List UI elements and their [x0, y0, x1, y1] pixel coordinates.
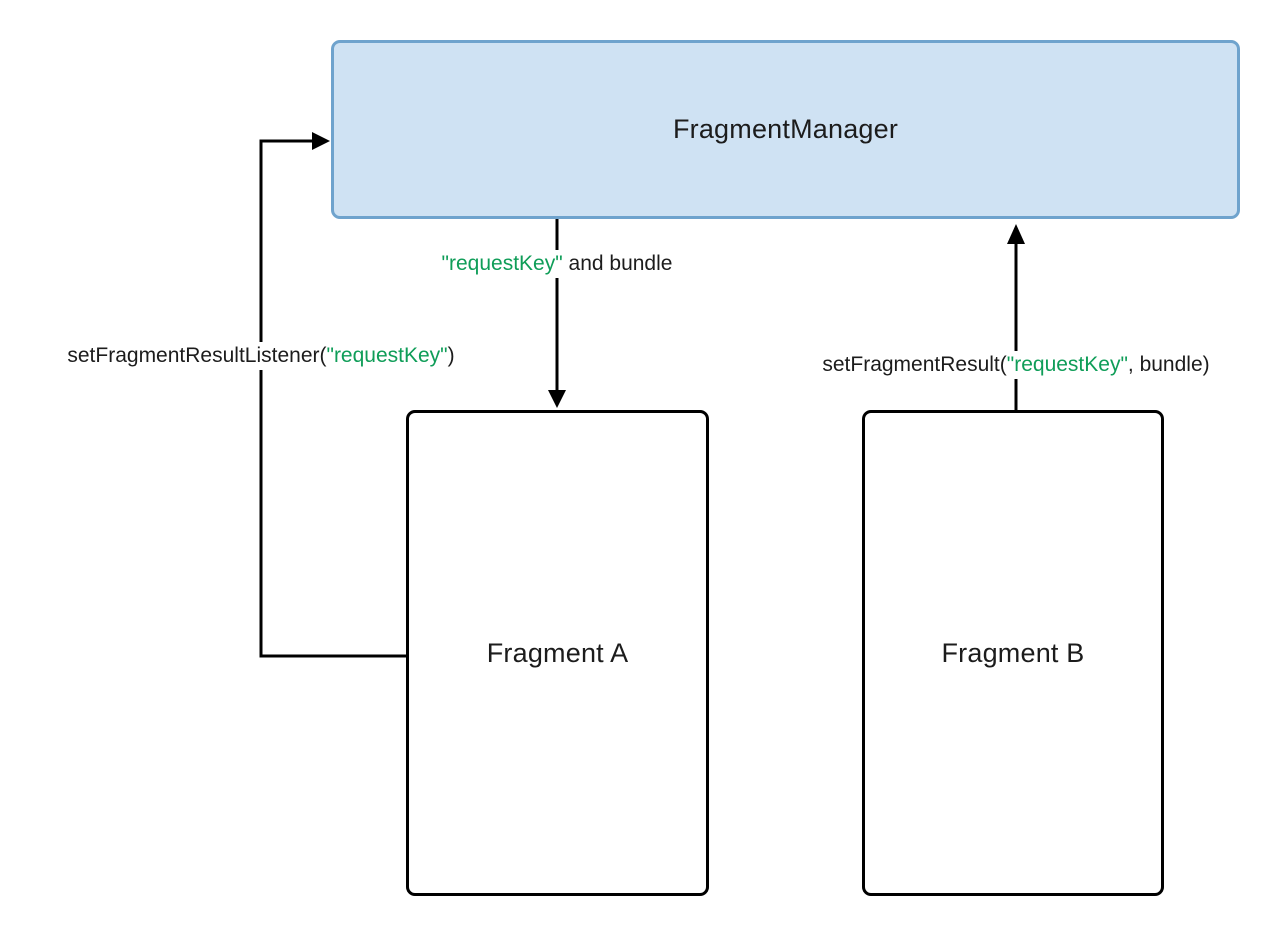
- fragment-manager-box: FragmentManager: [331, 40, 1240, 219]
- request-key-literal: "requestKey": [441, 252, 563, 275]
- arrow-fragment-b-to-manager: [1007, 224, 1025, 410]
- fragment-a-label: Fragment A: [486, 637, 629, 668]
- arrow-manager-to-fragment-a: [548, 218, 566, 408]
- label-suffix: and bundle: [562, 252, 673, 275]
- arrow-fragment-a-to-manager: [259, 132, 408, 658]
- label-prefix: setFragmentResult(: [822, 353, 1007, 376]
- label-prefix: setFragmentResultListener(: [67, 344, 327, 367]
- label-suffix: ): [447, 344, 455, 367]
- fragment-b-box: Fragment B: [862, 410, 1164, 896]
- label-set-fragment-result-listener: setFragmentResultListener("requestKey"): [62, 342, 460, 370]
- fragment-b-label: Fragment B: [941, 637, 1085, 668]
- label-set-fragment-result: setFragmentResult("requestKey", bundle): [817, 351, 1215, 379]
- fragment-manager-label: FragmentManager: [672, 114, 899, 144]
- request-key-literal: "requestKey": [1006, 353, 1128, 376]
- label-request-key-and-bundle: "requestKey" and bundle: [436, 250, 678, 278]
- label-suffix: , bundle): [1127, 353, 1210, 376]
- request-key-literal: "requestKey": [326, 344, 448, 367]
- fragment-a-box: Fragment A: [406, 410, 709, 896]
